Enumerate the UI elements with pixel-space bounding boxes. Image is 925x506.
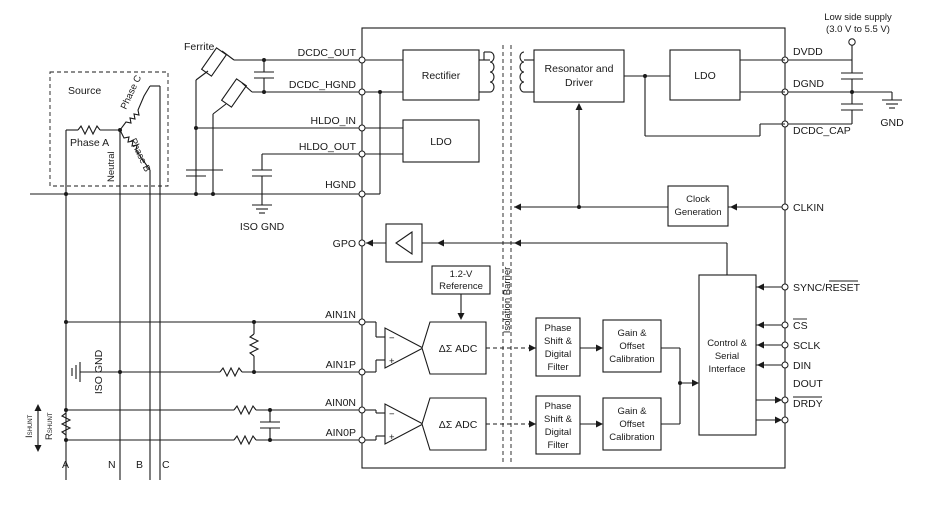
- svg-text:−: −: [389, 409, 395, 420]
- terminal-a-label: A: [62, 459, 69, 471]
- ldo-left-label: LDO: [430, 136, 452, 148]
- gpo-buffer-block: [385, 223, 423, 263]
- gain-offset-calibration-0: [602, 397, 662, 451]
- pin-clkin: CLKIN: [793, 202, 824, 214]
- svg-text:Filter: Filter: [547, 362, 568, 373]
- phase-a-resistor: [77, 124, 101, 136]
- pin-ain0p: AIN0P: [326, 427, 356, 439]
- reference-block: [431, 265, 491, 295]
- ain1-divider-resistor: [248, 333, 260, 357]
- svg-text:Control &: Control &: [707, 338, 747, 349]
- svg-text:Filter: Filter: [547, 440, 568, 451]
- pin-sync-reset: SYNC/RESET: [793, 282, 861, 294]
- ain0p-series-resistor: [233, 434, 257, 446]
- svg-text:+: +: [389, 356, 395, 367]
- pin-cs: CS: [793, 320, 808, 332]
- shunt-resistor: [60, 412, 72, 436]
- pin-gnd: GND: [880, 117, 904, 129]
- ferrite-bead-2: [220, 78, 248, 108]
- i-shunt-label: ISHUNT: [24, 414, 35, 438]
- svg-text:Offset: Offset: [619, 419, 645, 430]
- pin-gpo: GPO: [333, 238, 356, 250]
- adc-channel-1-label: ΔΣ ADC: [439, 343, 478, 355]
- ain1p-series-resistor: [219, 366, 243, 378]
- svg-text:Calibration: Calibration: [609, 354, 654, 365]
- svg-text:Gain &: Gain &: [617, 406, 647, 417]
- ldo-right-label: LDO: [694, 70, 716, 82]
- adc-channel-1-block: [421, 321, 487, 375]
- pin-hldo-in: HLDO_IN: [310, 115, 356, 127]
- rectifier-label: Rectifier: [422, 70, 461, 82]
- supply-terminal: [848, 38, 856, 46]
- reference-label: Reference: [439, 281, 483, 292]
- source-label: Source: [68, 85, 101, 97]
- neutral-label: Neutral: [106, 151, 117, 182]
- phase-c-resistor: [119, 85, 151, 131]
- control-serial-interface-block: [698, 274, 757, 436]
- svg-text:Digital: Digital: [545, 427, 571, 438]
- pin-dcdc-out: DCDC_OUT: [298, 47, 357, 59]
- phase-b-resistor: [119, 129, 151, 171]
- ldo-left-block: [402, 119, 480, 163]
- r-shunt-label: RSHUNT: [44, 412, 55, 440]
- pin-din: DIN: [793, 360, 811, 372]
- adc-channel-0-label: ΔΣ ADC: [439, 419, 478, 431]
- svg-text:Serial: Serial: [715, 351, 739, 362]
- driver-label: Driver: [565, 77, 594, 89]
- clock-label: Clock: [686, 194, 710, 205]
- phase-shift-filter-1: [535, 317, 581, 377]
- source-box: [49, 71, 169, 187]
- iso-gnd-top-label: ISO GND: [240, 221, 285, 233]
- pin-dgnd: DGND: [793, 78, 824, 90]
- pin-dvdd: DVDD: [793, 46, 823, 58]
- gain-offset-calibration-1: [602, 319, 662, 373]
- pin-sclk: SCLK: [793, 340, 820, 352]
- svg-text:Calibration: Calibration: [609, 432, 654, 443]
- resonator-label: Resonator and: [545, 63, 614, 75]
- svg-text:+: +: [389, 432, 395, 443]
- pin-dcdc-hgnd: DCDC_HGND: [289, 79, 357, 91]
- svg-text:−: −: [389, 333, 395, 344]
- svg-text:Phase: Phase: [545, 323, 572, 334]
- transformer-primary: [519, 51, 525, 93]
- terminal-c-label: C: [162, 459, 170, 471]
- pin-hgnd: HGND: [325, 179, 356, 191]
- isolation-barrier-label: Isolation Barrier: [502, 267, 513, 334]
- svg-text:Gain &: Gain &: [617, 328, 647, 339]
- terminal-n-label: N: [108, 459, 116, 471]
- adc-channel-0-block: [421, 397, 487, 451]
- pin-dout: DOUT: [793, 378, 823, 390]
- pin-dcdc-cap: DCDC_CAP: [793, 125, 851, 137]
- supply-range-label: (3.0 V to 5.5 V): [826, 24, 890, 35]
- ldo-right-block: [669, 49, 741, 101]
- transformer-secondary: [489, 51, 495, 93]
- supply-label: Low side supply: [824, 12, 892, 23]
- pin-ain1p: AIN1P: [326, 359, 356, 371]
- iso-gnd-bottom-label: ISO GND: [93, 349, 105, 394]
- rectifier-block: [402, 49, 480, 101]
- svg-text:Interface: Interface: [709, 364, 746, 375]
- resonator-driver-block: [533, 49, 625, 103]
- svg-text:Shift &: Shift &: [544, 414, 573, 425]
- ain0n-series-resistor: [233, 404, 257, 416]
- pin-drdy: DRDY: [793, 398, 823, 410]
- terminal-b-label: B: [136, 459, 143, 471]
- svg-text:Offset: Offset: [619, 341, 645, 352]
- svg-text:Shift &: Shift &: [544, 336, 573, 347]
- svg-text:Phase: Phase: [545, 401, 572, 412]
- ferrite-label: Ferrite: [184, 41, 214, 53]
- clock-generation-block: [667, 185, 729, 227]
- pin-ain1n: AIN1N: [325, 309, 356, 321]
- pin-ain0n: AIN0N: [325, 397, 356, 409]
- pin-hldo-out: HLDO_OUT: [299, 141, 357, 153]
- reference-value-label: 1.2-V: [450, 269, 473, 280]
- svg-text:Digital: Digital: [545, 349, 571, 360]
- gpo-buffer-triangle: [395, 230, 413, 256]
- phase-a-label: Phase A: [70, 137, 109, 149]
- pga-channel-1: [384, 327, 425, 369]
- pga-channel-0: [384, 403, 425, 445]
- phase-shift-filter-0: [535, 395, 581, 455]
- generation-label: Generation: [674, 207, 721, 218]
